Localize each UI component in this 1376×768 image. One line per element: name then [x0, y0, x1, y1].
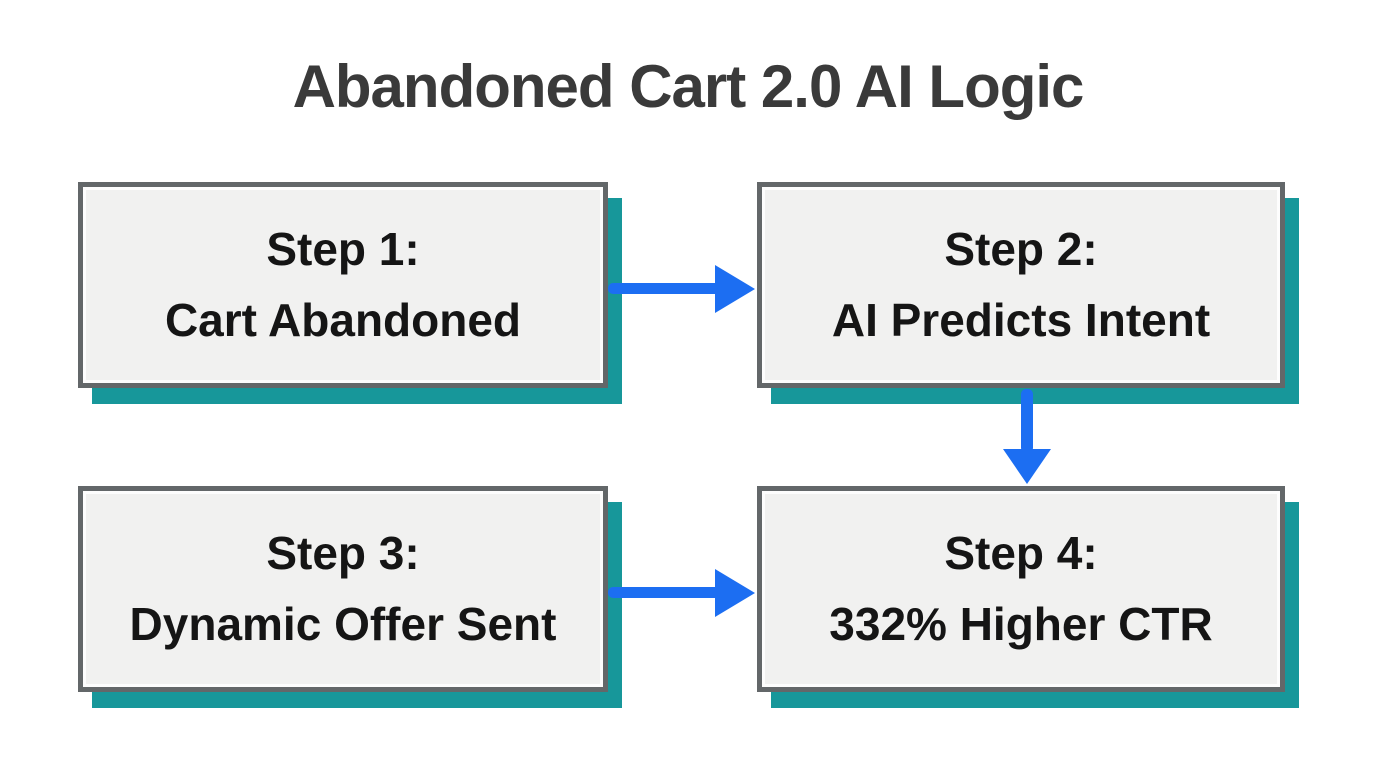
step-4-description: 332% Higher CTR — [829, 598, 1213, 650]
step-3-box: Step 3: Dynamic Offer Sent — [78, 486, 608, 692]
arrow-down-icon — [1003, 389, 1051, 484]
step-3-label: Step 3: — [266, 526, 420, 579]
arrow-head-right-icon — [715, 569, 755, 617]
arrow-right-icon — [608, 265, 755, 313]
step-2-label: Step 2: — [944, 222, 1098, 275]
arrow-right-icon — [608, 569, 755, 617]
arrow-head-right-icon — [715, 265, 755, 313]
arrow-shaft — [608, 283, 723, 294]
step-2-description: AI Predicts Intent — [831, 294, 1211, 346]
step-1-box: Step 1: Cart Abandoned — [78, 182, 608, 388]
arrow-shaft — [608, 587, 723, 598]
page-title: Abandoned Cart 2.0 AI Logic — [292, 53, 1085, 120]
arrow-shaft — [1021, 389, 1033, 453]
step-2-box: Step 2: AI Predicts Intent — [757, 182, 1285, 388]
arrow-head-down-icon — [1003, 449, 1051, 484]
step-4-label: Step 4: — [944, 526, 1098, 579]
step-3-description: Dynamic Offer Sent — [129, 598, 557, 650]
step-1-label: Step 1: — [266, 222, 420, 275]
step-1-description: Cart Abandoned — [164, 294, 522, 346]
step-4-box: Step 4: 332% Higher CTR — [757, 486, 1285, 692]
